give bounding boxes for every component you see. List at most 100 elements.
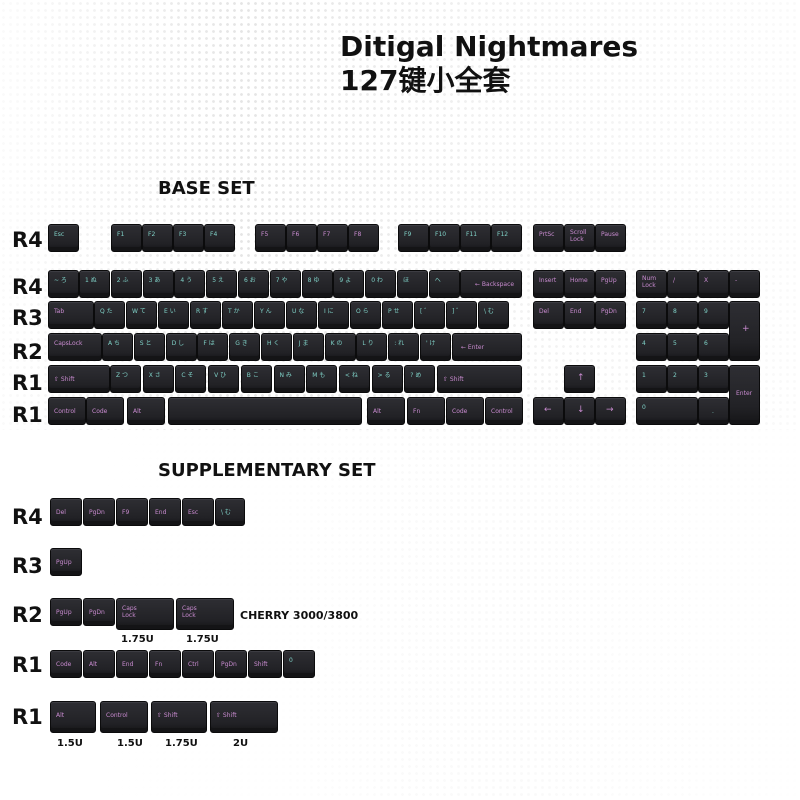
- key-label: F8: [354, 231, 362, 238]
- keycap-number-6: 7 や: [269, 270, 301, 298]
- key-label: 8 ゆ: [307, 277, 320, 284]
- size-note: 1.5U: [57, 738, 83, 749]
- key-label: A ち: [108, 340, 121, 347]
- key-label: Ctrl: [188, 661, 199, 668]
- row-label-r1b: R1: [12, 403, 43, 427]
- keycap-np-9: 9: [698, 301, 729, 329]
- keycap-f7: F7: [317, 224, 348, 252]
- key-label: End: [570, 308, 582, 315]
- keycap-z-row-7: < ね: [338, 365, 370, 393]
- key-label: > る: [377, 372, 391, 379]
- key-label: Insert: [539, 277, 557, 284]
- row-label-r1: R1: [12, 371, 43, 395]
- key-label: 6 お: [244, 277, 256, 284]
- keycap-a-row-8: L り: [356, 333, 388, 361]
- keycap-supp-r2-pgup: PgUp: [50, 598, 82, 626]
- keycap-left-shift: ⇧ Shift: [48, 365, 110, 393]
- keycap-q-row-1: W て: [126, 301, 157, 329]
- keycap-supp-alt: Alt: [83, 650, 115, 678]
- keycap-arrow-up: ↑: [564, 365, 595, 393]
- key-label: 9: [704, 308, 708, 315]
- size-note: 1.75U: [121, 634, 154, 645]
- key-label: Scroll Lock: [570, 229, 587, 243]
- keycap-np-6: 6: [698, 333, 729, 361]
- supplementary-set-heading: SUPPLEMENTARY SET: [158, 460, 376, 481]
- key-label: J ま: [298, 340, 309, 347]
- key-label: End: [155, 509, 167, 516]
- keycap-supp-shift-2u: ⇧ Shift: [210, 701, 278, 733]
- keycap-supp-backslash: \ む: [215, 498, 245, 526]
- keycap-supp-end: End: [149, 498, 181, 526]
- key-label: →: [606, 405, 614, 415]
- keycap-supp-code: Code: [50, 650, 82, 678]
- key-label: F10: [435, 231, 447, 238]
- key-label: 6: [704, 340, 708, 347]
- keycap-supp-fn: Fn: [149, 650, 181, 678]
- key-label: PgDn: [221, 661, 237, 668]
- key-label: ← Backspace: [475, 281, 515, 288]
- keycap-number-4: 5 え: [206, 270, 238, 298]
- keycap-tilde: ~ ろ: [48, 270, 79, 298]
- key-label: F は: [203, 340, 215, 347]
- key-label: P せ: [388, 308, 400, 315]
- keycap-number-1: 2 ふ: [110, 270, 142, 298]
- keycap-q-row-7: I に: [318, 301, 349, 329]
- keycap-supp-pgup: PgUp: [50, 548, 82, 576]
- keycap-f9: F9: [398, 224, 429, 252]
- key-label: F3: [179, 231, 187, 238]
- keycap-np-8: 8: [667, 301, 698, 329]
- keycap-number-8: 9 よ: [333, 270, 365, 298]
- keycap-q-row-9: P せ: [382, 301, 413, 329]
- keycap-supp-alt-15u: Alt: [50, 701, 96, 733]
- key-label: ⇧ Shift: [216, 712, 237, 719]
- keycap-enter: ← Enter: [452, 333, 522, 361]
- keycap-np-plus: +: [729, 301, 760, 361]
- keycap-supp-zero: 0: [283, 650, 315, 678]
- key-label: Esc: [54, 231, 65, 238]
- key-label: W て: [132, 308, 146, 315]
- key-label: /: [673, 277, 676, 284]
- key-label: PgUp: [56, 559, 72, 566]
- key-label: Alt: [89, 661, 98, 668]
- key-label: ↓: [577, 405, 585, 415]
- keycap-number-10: ほ: [397, 270, 428, 298]
- key-label: 1: [642, 372, 646, 379]
- key-label: 7 や: [275, 277, 288, 284]
- key-label: N み: [279, 372, 292, 379]
- title-line-1: Ditigal Nightmares: [340, 30, 639, 63]
- keycap-np-star: X: [698, 270, 729, 298]
- key-label: F5: [261, 231, 269, 238]
- keycap-np-7: 7: [636, 301, 667, 329]
- key-label: X さ: [148, 372, 161, 379]
- keycap-q-row-4: T か: [222, 301, 253, 329]
- row-label-r3: R3: [12, 306, 43, 330]
- key-label: 3: [704, 372, 708, 379]
- keycap-f12: F12: [491, 224, 522, 252]
- key-label: へ: [434, 277, 441, 284]
- keycap-tab: Tab: [48, 301, 94, 329]
- key-label: Control: [491, 408, 513, 415]
- key-label: D し: [171, 340, 185, 347]
- row-label-r4-fn: R4: [12, 228, 43, 252]
- key-label: Code: [92, 408, 108, 415]
- key-label: 2: [673, 372, 677, 379]
- key-label: F1: [117, 231, 125, 238]
- keycap-home: Home: [564, 270, 595, 298]
- key-label: ~ ろ: [54, 277, 67, 284]
- key-label: O ら: [356, 308, 369, 315]
- key-label: F12: [497, 231, 509, 238]
- supp-row-label-r2: R2: [12, 603, 43, 627]
- keycap-number-0: 1 ぬ: [79, 270, 110, 298]
- key-label: L り: [362, 340, 374, 347]
- keycap-np-minus: -: [729, 270, 760, 298]
- key-label: Fn: [155, 661, 163, 668]
- key-label: Z つ: [116, 372, 129, 379]
- key-label: R す: [196, 308, 209, 315]
- key-label: H く: [267, 340, 280, 347]
- keycap-supp-shift-175u: ⇧ Shift: [151, 701, 207, 733]
- key-label: F4: [210, 231, 218, 238]
- keycap-number-9: 0 わ: [365, 270, 397, 298]
- key-label: K の: [330, 340, 343, 347]
- key-label: Caps Lock: [182, 605, 197, 619]
- key-label: ? め: [410, 372, 422, 379]
